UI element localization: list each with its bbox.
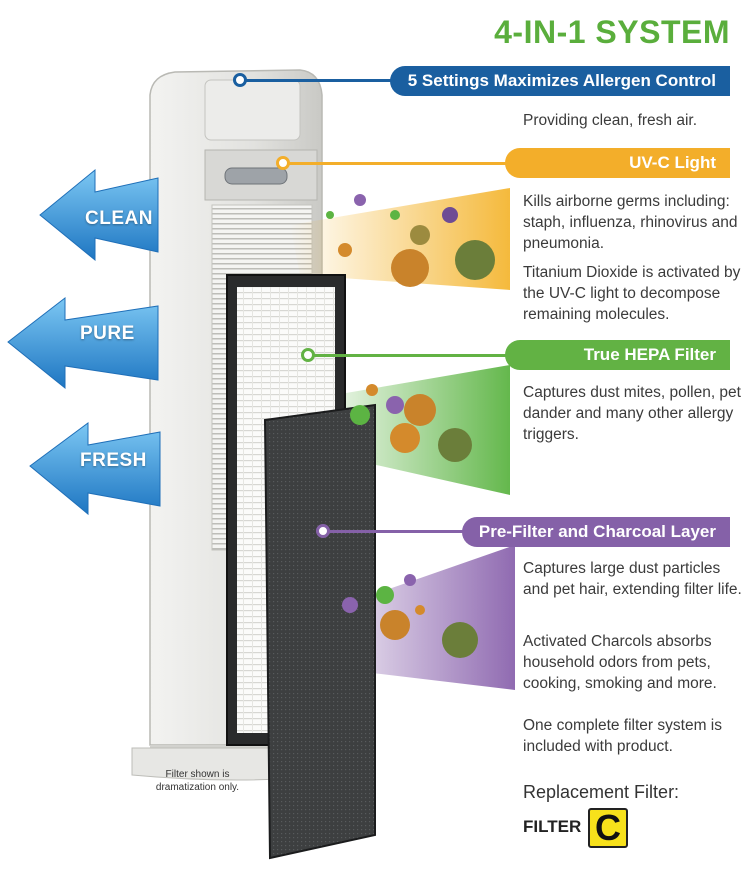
feature-description: Activated Charcols absorbs household odo… bbox=[523, 633, 717, 692]
arrow-label-fresh: FRESH bbox=[80, 450, 147, 471]
arrow-label-clean: CLEAN bbox=[85, 208, 153, 229]
connector-line bbox=[285, 162, 510, 165]
charcoal-filter-image bbox=[263, 403, 376, 860]
feature-description: Captures large dust particles and pet ha… bbox=[523, 560, 742, 598]
feature-label-uv-light: UV-C Light bbox=[505, 148, 730, 178]
feature-label-hepa: True HEPA Filter bbox=[505, 340, 730, 370]
airflow-arrow-icon bbox=[7, 168, 161, 516]
arrow-label-pure: PURE bbox=[80, 323, 135, 344]
marker-dot-icon bbox=[316, 524, 330, 538]
particle-dots-icon bbox=[326, 194, 495, 658]
dramatization-note: Filter shown is dramatization only. bbox=[155, 769, 240, 793]
feature-description: Titanium Dioxide is activated by the UV-… bbox=[523, 264, 741, 323]
feature-label-settings: 5 Settings Maximizes Allergen Control bbox=[390, 66, 730, 96]
connector-line bbox=[325, 530, 470, 533]
page-title: 4-IN-1 SYSTEM bbox=[494, 14, 730, 50]
feature-description: One complete filter system is included w… bbox=[523, 717, 722, 755]
connector-line bbox=[310, 354, 510, 357]
feature-label-charcoal: Pre-Filter and Charcoal Layer bbox=[462, 517, 730, 547]
feature-description: Captures dust mites, pollen, pet dander … bbox=[523, 384, 741, 443]
marker-dot-icon bbox=[233, 73, 247, 87]
marker-dot-icon bbox=[276, 156, 290, 170]
feature-description: Kills airborne germs including: staph, i… bbox=[523, 193, 738, 252]
replacement-filter-label: Replacement Filter: bbox=[523, 782, 680, 802]
filter-word: FILTER bbox=[523, 817, 582, 836]
connector-line bbox=[240, 79, 395, 82]
marker-dot-icon bbox=[301, 348, 315, 362]
feature-description: Providing clean, fresh air. bbox=[523, 112, 698, 129]
filter-letter-badge: C bbox=[588, 808, 628, 848]
